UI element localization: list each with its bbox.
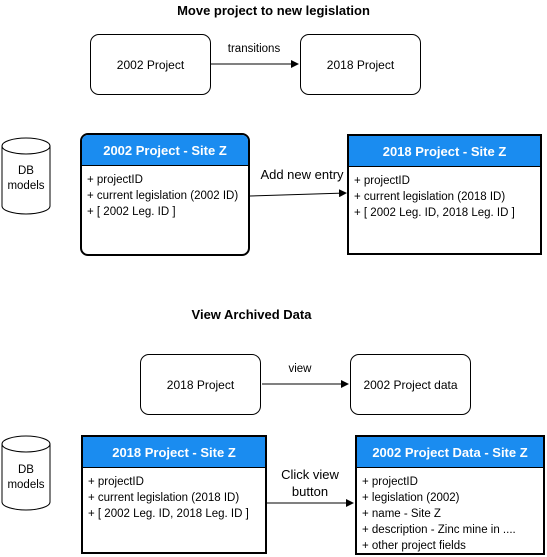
- field-line: + legislation (2002): [362, 492, 460, 504]
- field-line: + projectID: [87, 174, 143, 186]
- section-title-view-archived: View Archived Data: [191, 307, 312, 322]
- field-line: + current legislation (2002 ID): [87, 190, 239, 202]
- field-line: + projectID: [354, 175, 410, 187]
- add-entry-arrow: [249, 189, 347, 198]
- field-line: + [ 2002 Leg. ID, 2018 Leg. ID ]: [88, 508, 249, 520]
- section-title-move: Move project to new legislation: [177, 3, 370, 18]
- field-line: + current legislation (2018 ID): [354, 191, 506, 203]
- field-line: + [ 2002 Leg. ID, 2018 Leg. ID ]: [354, 207, 515, 219]
- db-models-label-top: DB models: [7, 165, 45, 192]
- card-header: 2002 Project - Site Z: [82, 135, 248, 166]
- field-line: + other project fields: [362, 540, 466, 552]
- field-line: + name - Site Z: [362, 508, 441, 520]
- db-cylinder-top: [1, 137, 51, 215]
- add-new-entry-label: Add new entry: [260, 167, 344, 182]
- db-cylinder-bottom: [1, 435, 51, 511]
- box-2002-project-data-label: 2002 Project data: [363, 377, 458, 392]
- card-fields: + projectID + current legislation (2018 …: [83, 468, 265, 522]
- field-line: + [ 2002 Leg. ID ]: [87, 206, 176, 218]
- transitions-label: transitions: [227, 43, 281, 55]
- card-2002-project-site-z: 2002 Project - Site Z + projectID + curr…: [80, 133, 250, 256]
- card-2018-project-site-z: 2018 Project - Site Z + projectID + curr…: [347, 134, 542, 255]
- card-fields: + projectID + current legislation (2018 …: [349, 167, 540, 221]
- view-label: view: [288, 363, 312, 375]
- field-line: + projectID: [88, 476, 144, 488]
- card-2018-project-site-z-view: 2018 Project - Site Z + projectID + curr…: [81, 435, 267, 554]
- field-line: + current legislation (2018 ID): [88, 492, 240, 504]
- field-line: + projectID: [362, 476, 418, 488]
- box-2018-project: 2018 Project: [300, 34, 421, 95]
- box-2018-project-view: 2018 Project: [140, 354, 261, 415]
- card-2002-project-data-site-z: 2002 Project Data - Site Z + projectID +…: [355, 435, 545, 555]
- box-2002-project: 2002 Project: [90, 34, 211, 95]
- card-fields: + projectID + legislation (2002) + name …: [357, 468, 543, 553]
- box-2002-project-data: 2002 Project data: [350, 354, 471, 415]
- card-header: 2018 Project - Site Z: [83, 437, 265, 468]
- card-header: 2018 Project - Site Z: [349, 136, 540, 167]
- box-2002-project-label: 2002 Project: [116, 57, 185, 72]
- field-line: + description - Zinc mine in ....: [362, 524, 516, 536]
- card-fields: + projectID + current legislation (2002 …: [82, 166, 248, 220]
- card-header: 2002 Project Data - Site Z: [357, 437, 543, 468]
- click-view-button-label: Click view button: [281, 467, 339, 499]
- box-2018-project-view-label: 2018 Project: [166, 377, 235, 392]
- db-models-label-bottom: DB models: [7, 464, 45, 491]
- box-2018-project-label: 2018 Project: [326, 57, 395, 72]
